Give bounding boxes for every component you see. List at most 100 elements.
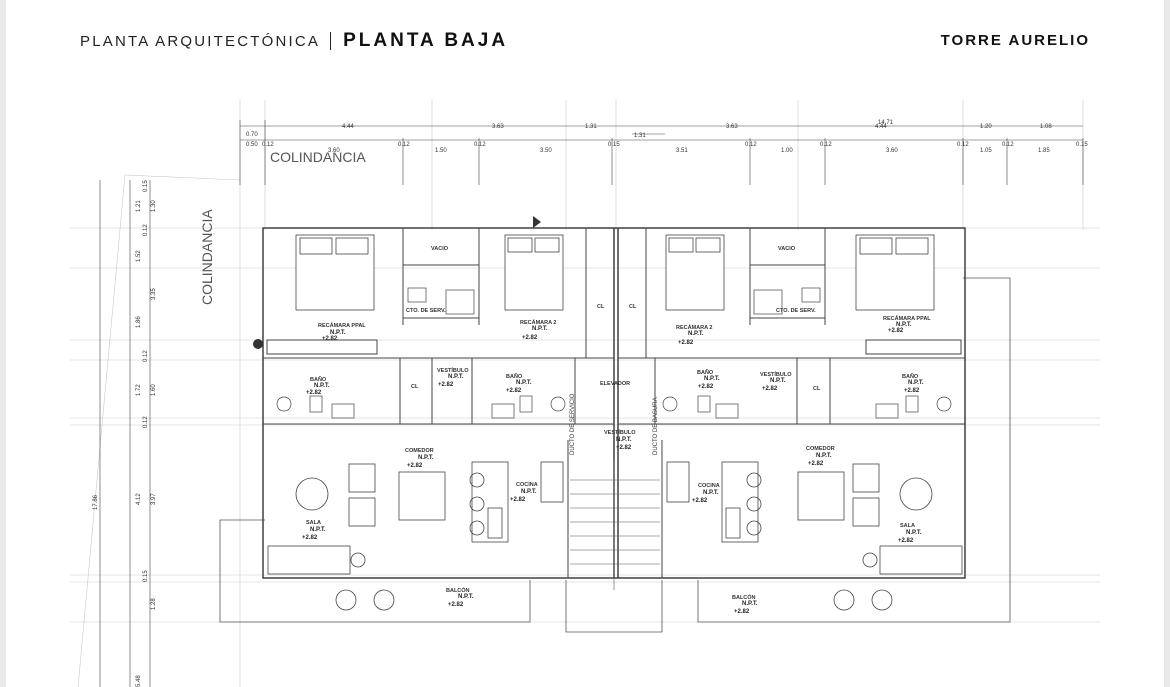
npt-label: N.P.T. [896, 322, 912, 328]
room-name: BAÑO [697, 369, 714, 376]
level-label: +2.82 [888, 328, 904, 334]
room-name: COMEDOR [405, 448, 434, 454]
dim-label-mid: 1.31 [634, 133, 646, 139]
room-name: CL [813, 386, 821, 392]
dim-label: 3.35 [151, 288, 157, 300]
dim-label: 0.12 [820, 142, 832, 148]
duct-label: DUCTO DE SERVICIO [570, 393, 576, 455]
interior-walls [263, 228, 965, 578]
level-label: +2.82 [678, 340, 694, 346]
dim-label-total: 14.71 [878, 120, 894, 126]
bathroom-fixtures [276, 287, 952, 419]
dim-label: 3.51 [676, 148, 688, 154]
level-label: +2.82 [808, 461, 824, 467]
colindancia-top-label: COLINDANCIA [270, 149, 366, 165]
level-label: +2.82 [407, 463, 423, 469]
room-name: BALCÓN [446, 586, 470, 594]
room-name: RECÁMARA 2 [676, 324, 712, 331]
dim-label: 1.31 [585, 124, 597, 130]
level-label: +2.82 [510, 497, 526, 503]
npt-label: N.P.T. [688, 331, 704, 337]
stair [570, 460, 660, 590]
project-name: TORRE AURELIO [940, 32, 1090, 49]
left-dimension-labels: 0.15 1.21 1.30 0.12 1.52 3.35 1.86 0.12 … [93, 180, 157, 687]
npt-label: N.P.T. [703, 490, 719, 496]
title-separator [330, 32, 332, 50]
floor-title: PLANTA BAJA [343, 30, 509, 51]
dim-label: 1.20 [980, 124, 992, 130]
level-label: +2.82 [448, 602, 464, 608]
npt-label: N.P.T. [310, 527, 326, 533]
room-name: BALCÓN [732, 593, 756, 601]
room-name: RECÁMARA PPAL [883, 315, 931, 322]
room-name: VESTÍBULO [604, 428, 636, 436]
dim-label: 0.50 [246, 142, 258, 148]
dim-label: 3.50 [540, 148, 552, 154]
npt-label: N.P.T. [314, 383, 330, 389]
npt-label: N.P.T. [906, 530, 922, 536]
dim-label: 1.85 [1038, 148, 1050, 154]
room-name: BAÑO [902, 373, 919, 380]
dim-label-total: 17.86 [93, 494, 99, 510]
dim-label: 3.60 [886, 148, 898, 154]
dim-label: 1.28 [151, 598, 157, 610]
room-name: RECÁMARA PPAL [318, 322, 366, 329]
dim-label: 3.60 [328, 148, 340, 154]
level-label: +2.82 [762, 386, 778, 392]
room-name: CL [597, 304, 605, 310]
markers [253, 216, 541, 349]
terrace-outline [219, 277, 1011, 633]
header-title-block: PLANTA ARQUITECTÓNICA PLANTA BAJA [80, 30, 508, 52]
npt-label: N.P.T. [516, 380, 532, 386]
dim-label: 3.63 [726, 124, 738, 130]
level-label: +2.82 [698, 384, 714, 390]
level-label: +2.82 [438, 382, 454, 388]
npt-label: N.P.T. [616, 437, 632, 443]
room-name: COCINA [698, 483, 720, 489]
room-name: CTO. DE SERV. [406, 308, 446, 314]
room-name: COCINA [516, 482, 538, 488]
drawing-type-title: PLANTA ARQUITECTÓNICA [80, 32, 321, 50]
room-name: SALA [900, 523, 915, 529]
npt-label: N.P.T. [458, 594, 474, 600]
top-dimension-labels: 4.44 3.63 1.31 3.63 4.44 1.20 1.08 14.71… [246, 120, 1088, 154]
left-dimension-lines [99, 180, 151, 687]
npt-label: N.P.T. [704, 376, 720, 382]
dim-label: 0.12 [957, 142, 969, 148]
room-name: CL [629, 304, 637, 310]
dim-label: 0.70 [246, 132, 258, 138]
dim-label: 1.52 [136, 250, 142, 262]
level-label: +2.82 [322, 336, 338, 342]
room-name: ELEVADOR [600, 381, 630, 387]
dim-label: 4.44 [342, 124, 354, 130]
dim-label: 1.00 [781, 148, 793, 154]
room-name: BAÑO [506, 373, 523, 380]
npt-label: N.P.T. [448, 374, 464, 380]
dim-label: 0.12 [143, 224, 149, 236]
npt-label: N.P.T. [330, 330, 346, 336]
npt-label: N.P.T. [816, 453, 832, 459]
level-label: +2.82 [898, 538, 914, 544]
section-marker-icon [533, 216, 541, 228]
top-dimension-lines [239, 120, 1084, 185]
dim-label: 0.12 [398, 142, 410, 148]
dim-label: 1.72 [136, 384, 142, 396]
dim-label: 0.12 [262, 142, 274, 148]
level-label: +2.82 [306, 390, 322, 396]
dim-label: 0.15 [1076, 142, 1088, 148]
room-name: BAÑO [310, 376, 327, 383]
room-name: VESTÍBULO [437, 366, 469, 374]
room-name: CTO. DE SERV. [776, 308, 816, 314]
room-name: VESTÍBULO [760, 370, 792, 378]
npt-label: N.P.T. [521, 489, 537, 495]
dim-label: 1.86 [136, 316, 142, 328]
dim-label: 3.63 [492, 124, 504, 130]
dim-label: 1.21 [136, 200, 142, 212]
room-name: COMEDOR [806, 446, 835, 452]
dim-label: 0.15 [608, 142, 620, 148]
room-name: VACIO [778, 246, 796, 252]
dim-label: 1.08 [1040, 124, 1052, 130]
dim-label: 0.12 [143, 416, 149, 428]
dim-label: 0.12 [474, 142, 486, 148]
